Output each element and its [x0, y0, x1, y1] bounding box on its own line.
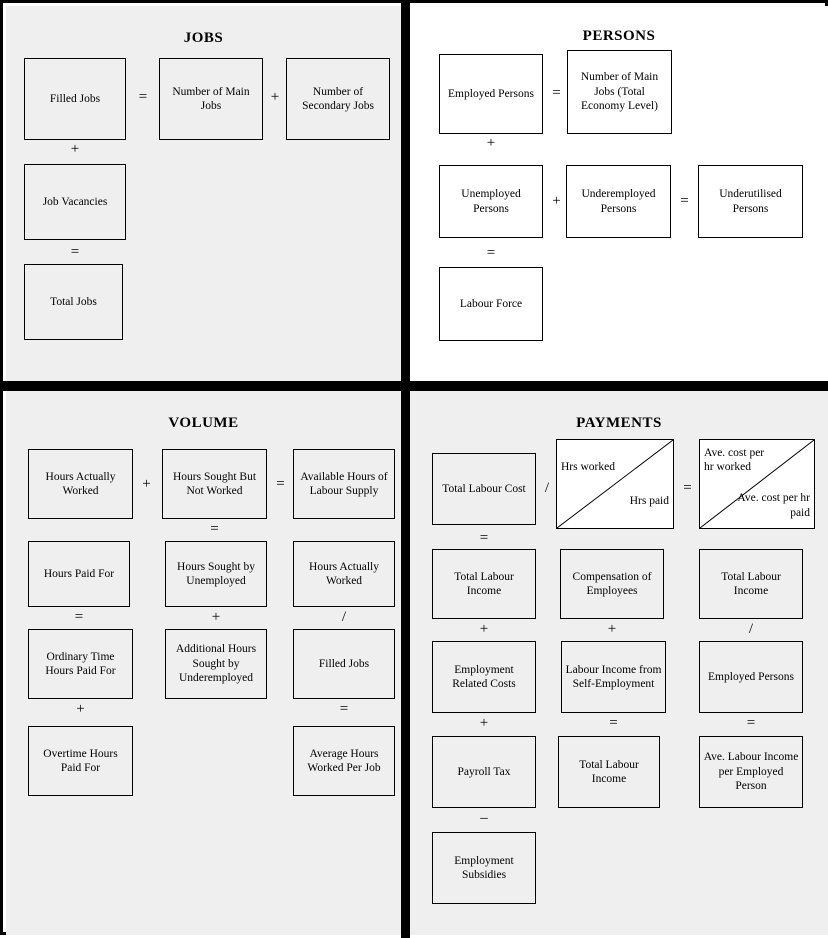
operator-plus-payments-1: +	[479, 621, 489, 637]
operator-equals-payments-1: =	[683, 480, 692, 496]
box-labour-force[interactable]: Labour Force	[439, 267, 543, 341]
box-unemployed-persons[interactable]: Unemployed Persons	[439, 165, 543, 238]
operator-equals-persons-1: =	[552, 85, 561, 101]
box-overtime-hours-paid-for[interactable]: Overtime Hours Paid For	[28, 726, 133, 796]
box-total-labour-income-3[interactable]: Total Labour Income	[558, 736, 660, 808]
box-underutilised-persons[interactable]: Underutilised Persons	[698, 165, 803, 238]
split-label-ave-cost-per-hr-worked: Ave. cost per hr worked	[704, 447, 765, 474]
box-payroll-tax[interactable]: Payroll Tax	[432, 736, 536, 808]
box-ordinary-time-hours-paid-for[interactable]: Ordinary Time Hours Paid For	[28, 629, 133, 699]
box-number-of-main-jobs-total-economy[interactable]: Number of Main Jobs (Total Economy Level…	[567, 50, 672, 134]
split-label-ave-cost-per-hr-paid: Ave. cost per hr paid	[737, 492, 810, 519]
operator-plus-payments-3: +	[479, 715, 489, 731]
box-compensation-of-employees[interactable]: Compensation of Employees	[560, 549, 664, 619]
box-total-labour-income-1[interactable]: Total Labour Income	[432, 549, 536, 619]
box-available-hours-of-labour-supply[interactable]: Available Hours of Labour Supply	[293, 449, 395, 519]
box-hours-sought-but-not-worked[interactable]: Hours Sought But Not Worked	[162, 449, 267, 519]
box-employment-related-costs[interactable]: Employment Related Costs	[432, 641, 536, 713]
operator-equals-volume-4: =	[339, 701, 349, 717]
operator-equals-persons-3: =	[486, 245, 496, 261]
operator-divide-volume-1: /	[341, 609, 347, 625]
split-box-hrs-worked-hrs-paid[interactable]: Hrs worked Hrs paid	[556, 439, 674, 529]
quadrant-title-jobs: JOBS	[183, 30, 224, 46]
box-underemployed-persons[interactable]: Underemployed Persons	[566, 165, 671, 238]
quadrant-jobs: JOBS Filled Jobs = Number of Main Jobs +…	[6, 6, 401, 381]
operator-plus-jobs-1: +	[270, 89, 280, 105]
operator-equals-persons-2: =	[680, 193, 689, 209]
box-job-vacancies[interactable]: Job Vacancies	[24, 164, 126, 240]
quadrant-title-persons: PERSONS	[582, 28, 656, 44]
operator-plus-jobs-2: +	[70, 141, 80, 157]
box-hours-sought-by-unemployed[interactable]: Hours Sought by Unemployed	[165, 541, 267, 607]
operator-minus-payments-1: –	[480, 810, 488, 826]
box-filled-jobs[interactable]: Filled Jobs	[24, 58, 126, 140]
operator-equals-volume-3: =	[74, 609, 84, 625]
box-total-labour-cost[interactable]: Total Labour Cost	[432, 453, 536, 525]
split-box-ave-cost-per-hr[interactable]: Ave. cost per hr worked Ave. cost per hr…	[699, 439, 815, 529]
operator-plus-persons-2: +	[552, 193, 561, 209]
box-employed-persons[interactable]: Employed Persons	[439, 54, 543, 134]
quadrant-divider-horizontal	[3, 381, 828, 391]
operator-plus-volume-3: +	[76, 701, 85, 717]
box-employed-persons-2[interactable]: Employed Persons	[699, 641, 803, 713]
quadrant-persons: PERSONS Employed Persons = Number of Mai…	[410, 6, 828, 381]
quadrant-title-volume: VOLUME	[168, 415, 239, 431]
operator-equals-jobs-1: =	[138, 89, 148, 105]
box-total-jobs[interactable]: Total Jobs	[24, 264, 123, 340]
operator-plus-persons-1: +	[486, 135, 496, 151]
diagonal-divider-icon	[557, 440, 673, 528]
operator-divide-payments-2: /	[748, 621, 754, 637]
operator-equals-payments-4: =	[746, 715, 756, 731]
box-hours-paid-for[interactable]: Hours Paid For	[28, 541, 130, 607]
quadrant-title-payments: PAYMENTS	[576, 415, 662, 431]
operator-equals-volume-1: =	[276, 476, 285, 492]
quadrant-payments: PAYMENTS Total Labour Cost / Hrs worked …	[410, 391, 828, 935]
operator-divide-payments-1: /	[544, 480, 550, 496]
operator-plus-volume-1: +	[142, 476, 151, 492]
operator-equals-payments-3: =	[609, 715, 618, 731]
box-number-of-secondary-jobs[interactable]: Number of Secondary Jobs	[286, 58, 390, 140]
operator-plus-volume-2: +	[211, 609, 221, 625]
operator-equals-payments-2: =	[479, 530, 489, 546]
box-total-labour-income-2[interactable]: Total Labour Income	[699, 549, 803, 619]
operator-equals-jobs-2: =	[70, 244, 80, 260]
split-label-hrs-paid: Hrs paid	[629, 494, 669, 507]
operator-equals-volume-2: =	[210, 521, 219, 537]
box-filled-jobs-2[interactable]: Filled Jobs	[293, 629, 395, 699]
box-employment-subsidies[interactable]: Employment Subsidies	[432, 832, 536, 904]
box-hours-actually-worked-2[interactable]: Hours Actually Worked	[293, 541, 395, 607]
box-number-of-main-jobs[interactable]: Number of Main Jobs	[159, 58, 263, 140]
split-label-hrs-worked: Hrs worked	[561, 461, 615, 473]
box-additional-hours-sought-by-underemployed[interactable]: Additional Hours Sought by Underemployed	[165, 629, 267, 699]
diagonal-divider-icon-2	[700, 440, 814, 528]
box-labour-income-from-self-employment[interactable]: Labour Income from Self-Employment	[561, 641, 666, 713]
box-hours-actually-worked[interactable]: Hours Actually Worked	[28, 449, 133, 519]
box-ave-labour-income-per-employed-person[interactable]: Ave. Labour Income per Employed Person	[699, 736, 803, 808]
quadrant-volume: VOLUME Hours Actually Worked + Hours Sou…	[6, 391, 401, 935]
quadrant-divider-vertical	[401, 3, 410, 938]
operator-plus-payments-2: +	[607, 621, 617, 637]
box-average-hours-worked-per-job[interactable]: Average Hours Worked Per Job	[293, 726, 395, 796]
